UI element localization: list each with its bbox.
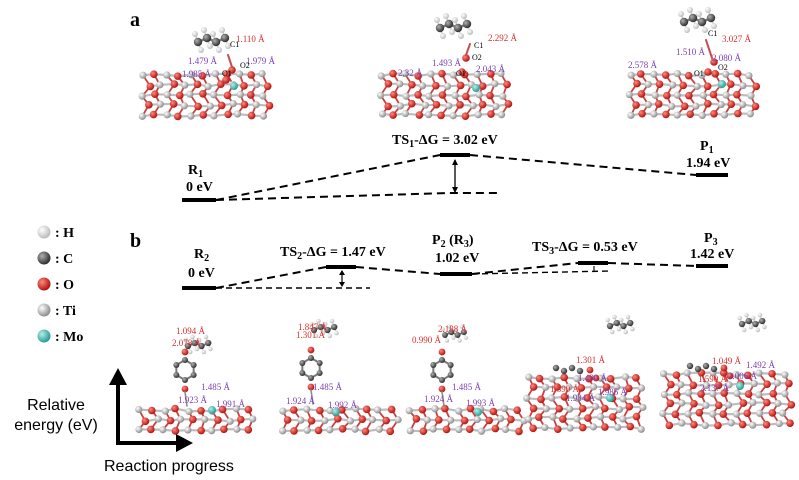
svg-text:0.990 Å: 0.990 Å <box>412 335 442 345</box>
legend-swatch-0 <box>38 226 51 239</box>
svg-text:1.924 Å: 1.924 Å <box>424 394 454 404</box>
path-r1-baseline <box>216 193 500 200</box>
b-struct2-distances: 1.847 Å 1.301 Å 1.485 Å 1.924 Å 1.992 Å <box>286 322 358 410</box>
p2-energy: 1.02 eV <box>435 251 479 266</box>
r2-energy: 0 eV <box>188 266 215 281</box>
b-struct5-propane <box>738 313 767 333</box>
panel-b-label: b <box>130 230 141 252</box>
svg-text:1.094 Å: 1.094 Å <box>176 326 206 336</box>
svg-text:2.078 Å: 2.078 Å <box>172 338 202 348</box>
svg-text:2.188 Å: 2.188 Å <box>438 324 468 334</box>
svg-text:1.485 Å: 1.485 Å <box>201 382 231 392</box>
r1-energy: 0 eV <box>186 180 213 195</box>
svg-text:1.485 Å: 1.485 Å <box>313 382 343 392</box>
p1-atom-o1: O1 <box>694 69 704 78</box>
ts1-dist-4: 2.043 Å <box>476 64 506 74</box>
r1-name: R1 <box>188 163 203 180</box>
legend-swatch-3 <box>38 304 51 317</box>
ts1-dist-2: 1.493 Å <box>432 58 462 68</box>
ts1-atom-o2: O2 <box>472 53 482 62</box>
p2-name: P2 (R3) <box>432 233 474 250</box>
ts1-dist-3: 2.32 Å <box>398 68 423 78</box>
p1-dist-2: 1.510 Å <box>676 47 706 57</box>
ts1-atom-o1: O1 <box>456 69 466 78</box>
svg-text:1.985 Å: 1.985 Å <box>598 387 628 397</box>
svg-text:1.924 Å: 1.924 Å <box>286 396 316 406</box>
p1-dist-4: 2.080 Å <box>712 53 742 63</box>
legend-swatch-1 <box>38 252 51 265</box>
legend-item-0: : H <box>38 226 75 242</box>
legend-swatch-2 <box>38 278 51 291</box>
p1-name: P1 <box>700 139 714 156</box>
y-axis-label-line1: Relative <box>27 397 85 414</box>
p1-energy: 1.94 eV <box>686 156 730 171</box>
path-ts1-p1 <box>470 155 696 175</box>
svg-text:1.485 Å: 1.485 Å <box>452 382 482 392</box>
path-ts3-p3 <box>608 263 696 266</box>
legend-item-3: : Ti <box>38 304 76 320</box>
b-struct1-distances: 1.094 Å 2.078 Å 1.485 Å 1.923 Å 1.991 Å <box>172 326 246 409</box>
svg-text:1.301 Å: 1.301 Å <box>576 355 606 365</box>
svg-text:1.992 Å: 1.992 Å <box>328 400 358 410</box>
legend-item-2: : O <box>38 278 75 294</box>
svg-text:1.301 Å: 1.301 Å <box>296 330 326 340</box>
r1-dist-1: 1.110 Å <box>236 34 265 44</box>
p1-dist-3: 2.578 Å <box>628 60 658 70</box>
p3-energy: 1.42 eV <box>690 247 734 262</box>
panel-a-label: a <box>130 9 140 31</box>
r1-propane <box>192 27 231 53</box>
svg-text:1.993 Å: 1.993 Å <box>466 398 496 408</box>
svg-text:2.137 Å: 2.137 Å <box>700 383 730 393</box>
legend-item-4: : Mo <box>38 330 84 346</box>
r1-atom-o2: O2 <box>240 61 250 70</box>
r1-dist-4: 1.979 Å <box>246 56 276 66</box>
legend-label-3: : Ti <box>55 304 76 319</box>
ts1-dist-1: 2.292 Å <box>488 33 518 43</box>
x-axis-arrowhead <box>176 434 193 452</box>
y-axis-label-line2: energy (eV) <box>14 417 98 434</box>
p1-dist-1: 3.027 Å <box>722 34 752 44</box>
ts1-propane <box>434 13 473 39</box>
b-struct3-slab <box>406 405 528 436</box>
p3-name: P3 <box>704 231 718 248</box>
r1-dist-3: 1.985 Å <box>182 69 212 79</box>
atom-legend: : H : C : O : Ti : Mo <box>38 226 84 346</box>
y-axis-arrowhead <box>109 368 127 385</box>
svg-text:2.006 Å: 2.006 Å <box>728 371 758 381</box>
b-struct1-slab <box>135 405 256 435</box>
p1-atom-c1: C1 <box>708 29 717 38</box>
legend-item-1: : C <box>38 252 74 268</box>
b-struct4-propane <box>606 315 635 335</box>
legend-label-2: : O <box>55 278 74 293</box>
p1-slab <box>626 70 760 119</box>
ts1-label: TS1-ΔG = 3.02 eV <box>392 133 498 150</box>
svg-text:1.490 Å: 1.490 Å <box>578 373 608 383</box>
legend-label-4: : Mo <box>55 330 83 345</box>
x-axis-label: Reaction progress <box>104 458 234 475</box>
svg-text:1.923 Å: 1.923 Å <box>178 395 208 405</box>
legend-label-0: : H <box>55 226 74 241</box>
svg-text:1.984 Å: 1.984 Å <box>566 393 596 403</box>
path-r2-ts2 <box>216 267 326 288</box>
r2-name: R2 <box>194 247 209 264</box>
path-r1-ts1 <box>216 155 440 200</box>
svg-text:1.492 Å: 1.492 Å <box>746 360 776 370</box>
svg-text:1.049 Å: 1.049 Å <box>712 356 742 366</box>
r1-atom-o1: O1 <box>222 69 232 78</box>
ts3-label: TS3-ΔG = 0.53 eV <box>532 240 638 257</box>
path-ts2-p2 <box>356 267 440 274</box>
ts1-atom-c1: C1 <box>474 41 483 50</box>
ts2-label: TS2-ΔG = 1.47 eV <box>280 245 386 262</box>
legend-swatch-4 <box>38 330 51 343</box>
svg-text:1.991 Å: 1.991 Å <box>216 399 246 409</box>
p1-atom-o2: O2 <box>718 63 728 72</box>
r1-dist-2: 1.479 Å <box>188 56 218 66</box>
legend-label-1: : C <box>55 252 73 267</box>
r1-atom-c1: C1 <box>230 40 239 49</box>
